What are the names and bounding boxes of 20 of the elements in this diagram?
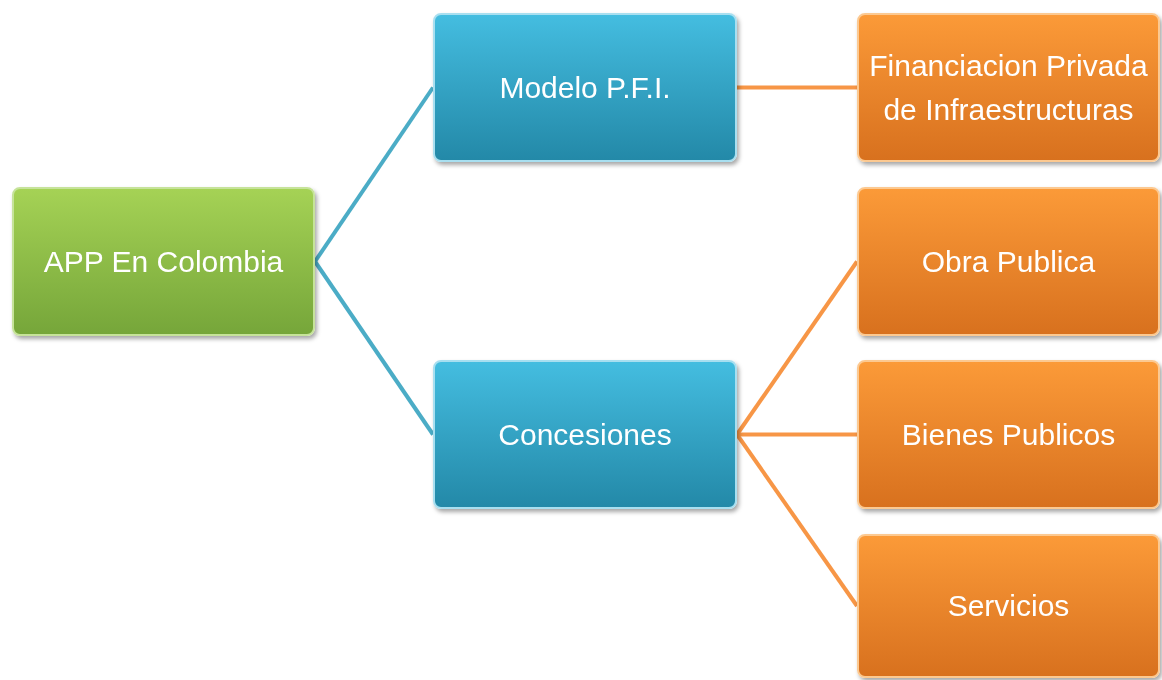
connector-line — [737, 432, 857, 437]
node-label: Financiacion Privada de Infraestructuras — [868, 47, 1149, 128]
connector-line — [735, 433, 859, 608]
node-label: Modelo P.F.I. — [499, 69, 671, 106]
process-box — [857, 13, 1160, 162]
connector-line — [737, 85, 857, 90]
process-box — [433, 360, 737, 509]
process-box — [433, 13, 737, 162]
node-label: APP En Colombia — [43, 243, 284, 280]
process-box — [857, 187, 1160, 336]
connector-line — [313, 260, 435, 436]
node-label: Obra Publica — [921, 243, 1096, 280]
connector-line — [735, 260, 859, 436]
process-box — [12, 187, 315, 336]
node-label: Servicios — [947, 588, 1070, 624]
node-label: Bienes Publicos — [901, 416, 1116, 453]
process-box — [857, 360, 1160, 509]
process-box — [857, 534, 1160, 678]
node-label: Concesiones — [498, 416, 672, 453]
connector-line — [313, 86, 435, 263]
